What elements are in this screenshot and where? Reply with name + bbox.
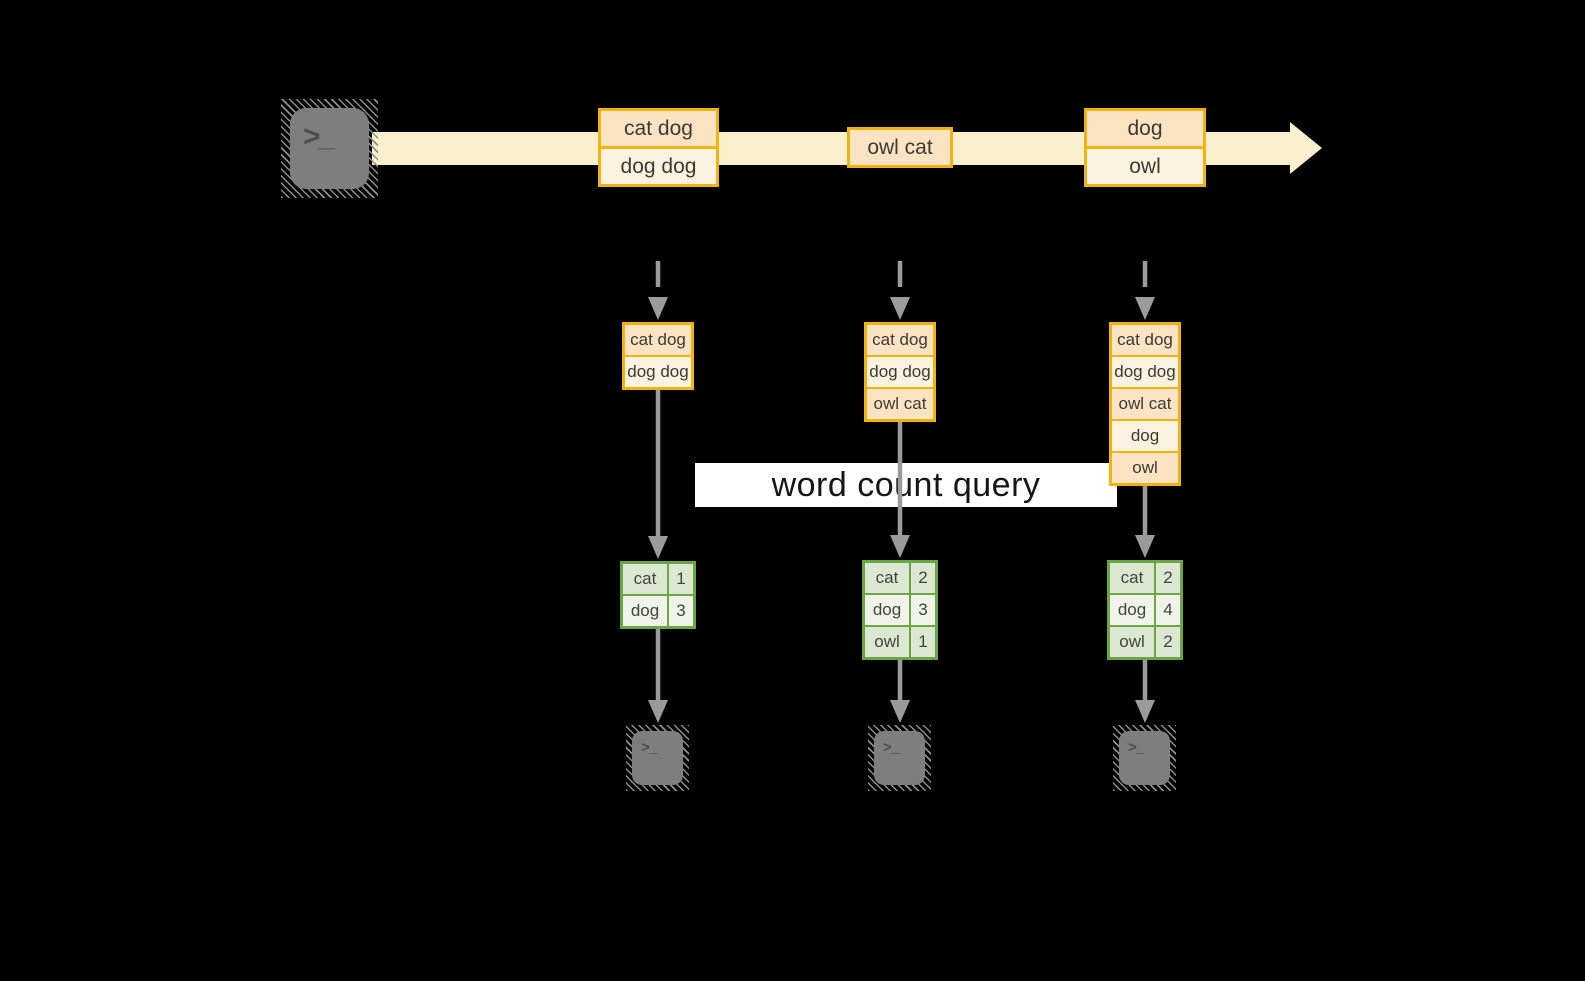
count-word: dog — [1110, 595, 1154, 625]
count-word: dog — [865, 595, 909, 625]
buffered-record: dog dog — [1112, 355, 1178, 387]
terminal-body: >_ — [874, 731, 925, 785]
query-band: word count query — [695, 463, 1117, 507]
stream-event-batch-2: owl cat — [847, 127, 953, 168]
buffered-record: cat dog — [867, 325, 933, 355]
arrowhead-icon — [1135, 700, 1155, 723]
terminal-prompt-glyph: >_ — [641, 739, 657, 756]
buffered-record: dog dog — [867, 355, 933, 387]
buffered-record: owl — [1112, 451, 1178, 483]
stream-event-batch-3: dog owl — [1084, 108, 1206, 187]
count-value: 1 — [669, 564, 693, 594]
arrowhead-icon — [890, 297, 910, 320]
count-value: 2 — [1156, 627, 1180, 657]
arrowhead-icon — [1135, 535, 1155, 558]
count-word: owl — [865, 627, 909, 657]
buffer-stack-1: cat dog dog dog — [622, 322, 694, 390]
count-value: 2 — [911, 563, 935, 593]
count-value: 3 — [669, 596, 693, 626]
event-record: cat dog — [601, 111, 716, 146]
terminal-body: >_ — [1119, 731, 1170, 785]
arrowhead-icon — [890, 700, 910, 723]
count-row: owl 2 — [1110, 627, 1180, 657]
count-value: 1 — [911, 627, 935, 657]
terminal-source-icon: >_ — [281, 99, 378, 198]
count-value: 3 — [911, 595, 935, 625]
arrowhead-icon — [648, 297, 668, 320]
arrowhead-icon — [648, 536, 668, 559]
buffered-record: owl cat — [1112, 387, 1178, 419]
terminal-prompt-glyph: >_ — [883, 739, 899, 756]
count-row: dog 4 — [1110, 595, 1180, 625]
count-table-3: cat 2 dog 4 owl 2 — [1107, 560, 1183, 660]
count-value: 2 — [1156, 563, 1180, 593]
count-word: dog — [623, 596, 667, 626]
count-row: owl 1 — [865, 627, 935, 657]
arrowhead-icon — [890, 535, 910, 558]
buffered-record: cat dog — [625, 325, 691, 355]
count-word: cat — [1110, 563, 1154, 593]
count-row: cat 1 — [623, 564, 693, 594]
terminal-body: >_ — [632, 731, 683, 785]
terminal-sink-icon-1: >_ — [626, 725, 689, 791]
arrowhead-icon — [1135, 297, 1155, 320]
query-label: word count query — [771, 465, 1041, 504]
event-record: dog — [1087, 111, 1203, 146]
buffer-stack-2: cat dog dog dog owl cat — [864, 322, 936, 422]
arrowhead-icon — [648, 700, 668, 723]
count-table-1: cat 1 dog 3 — [620, 561, 696, 629]
event-record: owl cat — [850, 130, 950, 165]
buffered-record: cat dog — [1112, 325, 1178, 355]
event-record: dog dog — [601, 146, 716, 184]
count-word: cat — [623, 564, 667, 594]
count-word: cat — [865, 563, 909, 593]
buffer-stack-3: cat dog dog dog owl cat dog owl — [1109, 322, 1181, 486]
buffered-record: dog — [1112, 419, 1178, 451]
terminal-body: >_ — [290, 108, 369, 189]
count-row: cat 2 — [865, 563, 935, 593]
terminal-prompt-glyph: >_ — [1128, 739, 1144, 756]
count-row: dog 3 — [623, 596, 693, 626]
stream-event-batch-1: cat dog dog dog — [598, 108, 719, 187]
event-record: owl — [1087, 146, 1203, 184]
count-value: 4 — [1156, 595, 1180, 625]
buffered-record: dog dog — [625, 355, 691, 387]
count-word: owl — [1110, 627, 1154, 657]
buffered-record: owl cat — [867, 387, 933, 419]
terminal-sink-icon-3: >_ — [1113, 725, 1176, 791]
count-row: cat 2 — [1110, 563, 1180, 593]
count-table-2: cat 2 dog 3 owl 1 — [862, 560, 938, 660]
terminal-sink-icon-2: >_ — [868, 725, 931, 791]
stream-timeline-arrowhead-icon — [1290, 122, 1322, 174]
terminal-prompt-glyph: >_ — [303, 120, 335, 153]
count-row: dog 3 — [865, 595, 935, 625]
